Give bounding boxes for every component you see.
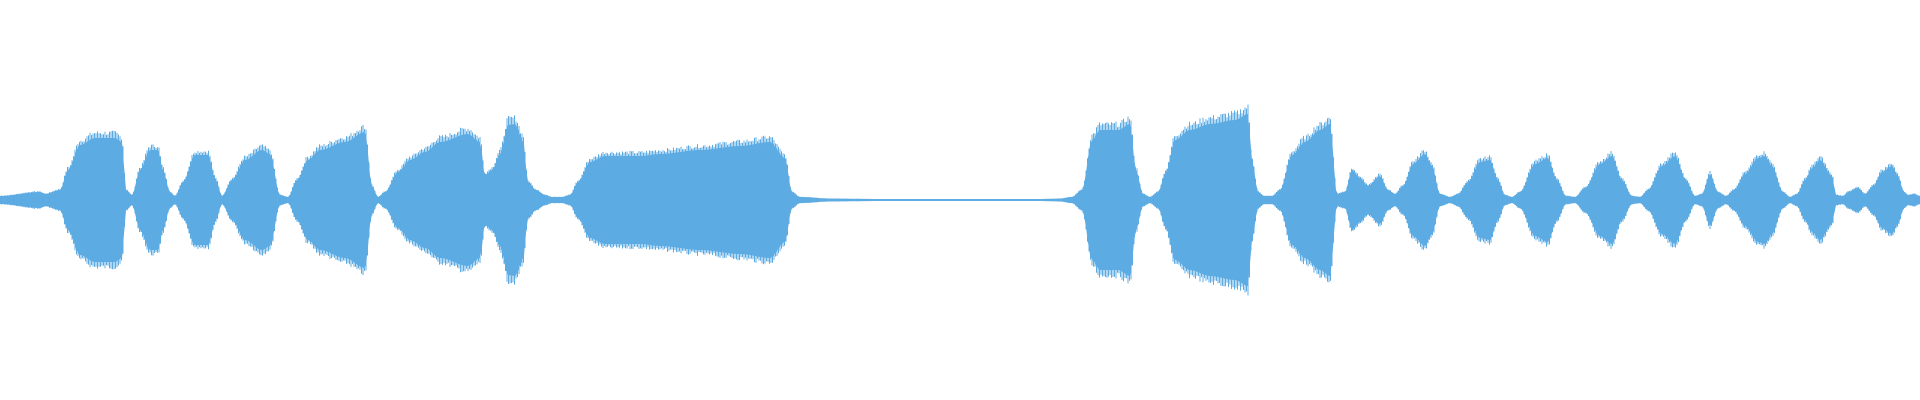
waveform-body xyxy=(0,104,1920,296)
